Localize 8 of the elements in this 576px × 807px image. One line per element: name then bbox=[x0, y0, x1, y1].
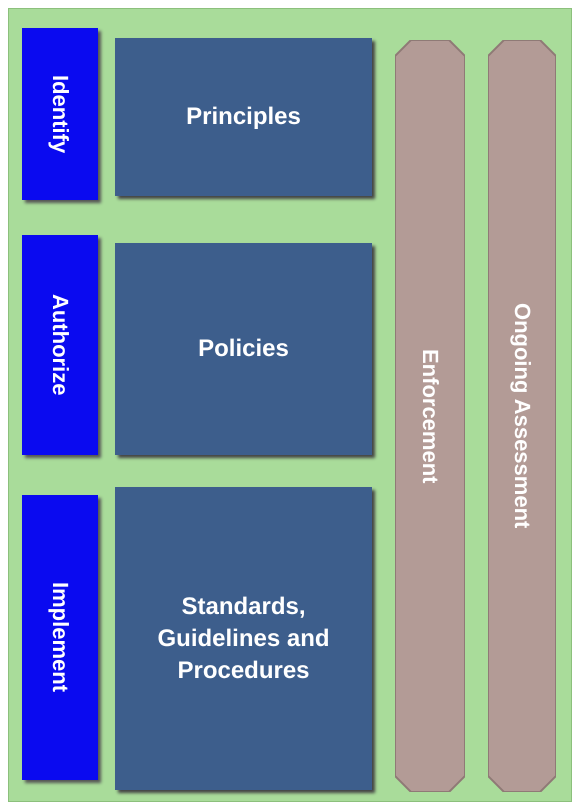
pillar-label: Enforcement bbox=[417, 348, 443, 484]
layer-box: Standards, Guidelines and Procedures bbox=[115, 487, 372, 790]
stage-box: Authorize bbox=[22, 235, 98, 455]
layer-box: Policies bbox=[115, 243, 372, 455]
layer-box: Principles bbox=[115, 38, 372, 196]
stage-box: Implement bbox=[22, 495, 98, 780]
pillar-label: Ongoing Assessment bbox=[509, 303, 535, 529]
stage-box: Identify bbox=[22, 28, 98, 200]
